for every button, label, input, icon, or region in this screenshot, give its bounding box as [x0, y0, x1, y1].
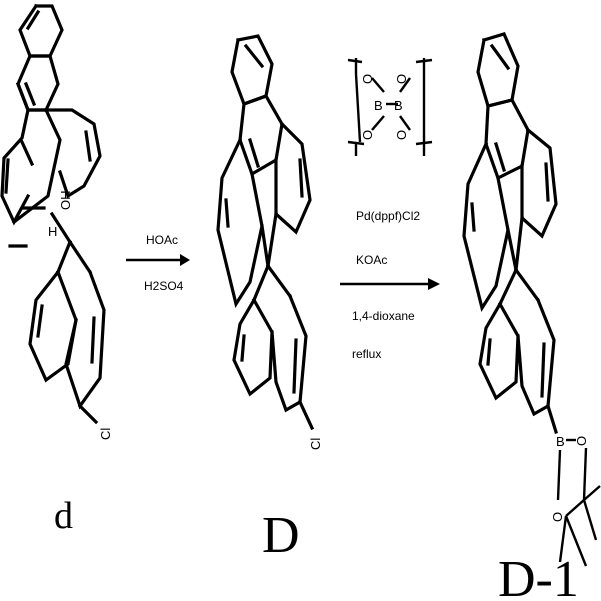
condition-label: reflux [352, 347, 381, 361]
oxygen-label-product-top: O [574, 436, 589, 446]
boron-right-label: B [394, 98, 403, 113]
compound-label-D: D [262, 507, 300, 564]
compound-label-D-1: D-1 [498, 551, 579, 601]
oxygen-label-4: O [394, 130, 409, 140]
intermediate-structure [218, 36, 312, 428]
product-structure [464, 34, 600, 566]
boron-left-label: B [374, 98, 383, 113]
cl-label-intermediate: Cl [308, 438, 323, 450]
oxygen-label-3: O [360, 130, 375, 140]
catalyst-label: Pd(dppf)Cl2 [356, 209, 420, 223]
oxygen-label-1: O [360, 74, 375, 84]
oh-label: OH [58, 191, 73, 211]
oxygen-label-2: O [394, 74, 409, 84]
diboron-reagent-structure [348, 58, 432, 156]
h-label: H [48, 224, 57, 239]
reagent-hoac: HOAc [146, 233, 178, 247]
compound-label-d: d [54, 495, 73, 537]
reagent-h2so4: H2SO4 [144, 279, 184, 293]
base-label: KOAc [356, 253, 387, 267]
starting-material-structure [2, 6, 104, 422]
solvent-label: 1,4-dioxane [352, 309, 415, 323]
reaction-arrow-1 [126, 254, 190, 266]
oxygen-label-product-left: O [550, 512, 565, 522]
boron-label-product: B [556, 434, 565, 449]
cl-label-start: Cl [98, 428, 113, 440]
reaction-arrow-2 [340, 278, 440, 290]
